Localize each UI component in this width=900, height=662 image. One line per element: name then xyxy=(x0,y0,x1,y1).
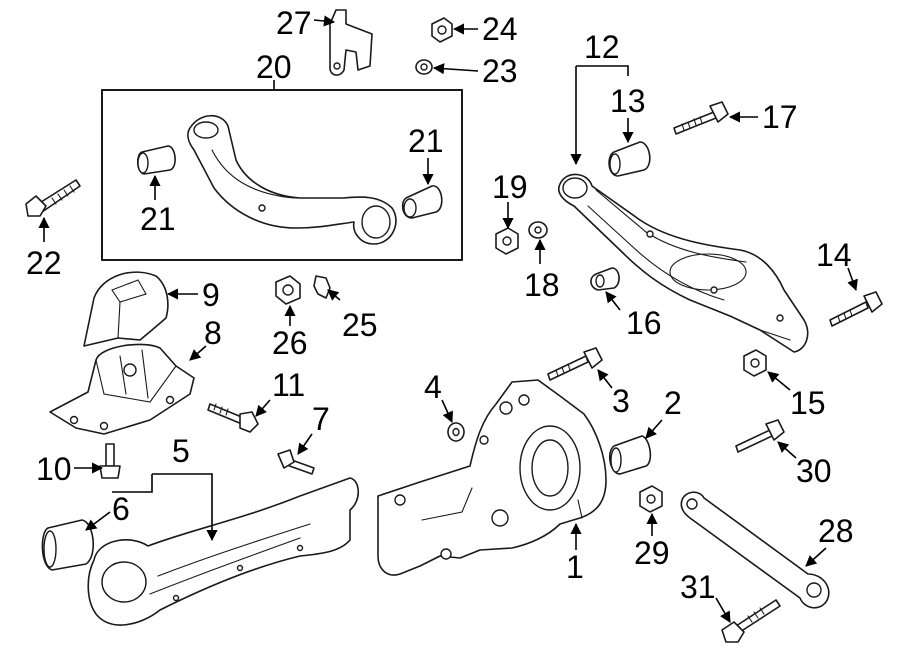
callout-21-right: 21 xyxy=(408,123,444,159)
callout-26: 26 xyxy=(272,325,308,361)
bolt-part-10 xyxy=(99,443,121,479)
bushing-part-13 xyxy=(608,141,651,177)
callout-14: 14 xyxy=(816,237,852,273)
callout-24: 24 xyxy=(482,11,518,47)
callout-29: 29 xyxy=(634,535,670,571)
callout-8: 8 xyxy=(204,315,222,351)
bolt-part-17 xyxy=(673,101,729,135)
nut-part-29 xyxy=(639,485,663,513)
callout-12: 12 xyxy=(584,29,620,65)
trailing-arm-part-5 xyxy=(87,477,360,626)
callout-5: 5 xyxy=(172,433,190,469)
mount-bracket-part-8 xyxy=(49,343,195,435)
callout-16: 16 xyxy=(626,305,662,341)
bolt-part-14 xyxy=(829,291,883,327)
bolt-part-22 xyxy=(25,179,81,217)
callout-15: 15 xyxy=(790,385,826,421)
callout-21-left: 21 xyxy=(140,201,176,237)
callout-25: 25 xyxy=(342,307,378,343)
callout-23: 23 xyxy=(482,53,518,89)
callout-22: 22 xyxy=(26,245,62,281)
callout-28: 28 xyxy=(818,513,854,549)
washer-part-23 xyxy=(415,59,433,75)
bracket-part-27 xyxy=(329,9,373,76)
callout-31: 31 xyxy=(680,569,716,605)
nut-part-19 xyxy=(495,227,519,255)
callout-3: 3 xyxy=(612,383,630,419)
callout-4: 4 xyxy=(424,369,442,405)
upper-arm-group-box xyxy=(101,89,463,261)
callout-2: 2 xyxy=(664,385,682,421)
bolt-part-3 xyxy=(547,347,603,381)
callout-9: 9 xyxy=(202,277,220,313)
washer-part-4 xyxy=(447,422,465,442)
sleeve-part-16 xyxy=(590,267,620,291)
nut-part-24 xyxy=(431,17,453,43)
nut-part-15 xyxy=(743,349,767,377)
callout-13: 13 xyxy=(610,83,646,119)
bolt-part-30 xyxy=(735,419,785,453)
knuckle-part-1 xyxy=(377,379,607,576)
callout-6: 6 xyxy=(112,491,130,527)
leader-lines xyxy=(38,15,858,623)
callout-10: 10 xyxy=(36,451,72,487)
bolt-part-7 xyxy=(277,449,315,475)
callout-11: 11 xyxy=(272,367,305,403)
callout-27: 27 xyxy=(276,5,312,41)
bushing-part-21-right xyxy=(401,185,443,219)
lower-control-arm-part-12 xyxy=(558,173,809,353)
bushing-part-2 xyxy=(608,435,652,475)
upper-control-arm-part-20 xyxy=(187,114,397,245)
bushing-part-21-left xyxy=(136,145,176,175)
bushing-part-6 xyxy=(41,519,94,571)
callout-18: 18 xyxy=(524,267,560,303)
callout-30: 30 xyxy=(796,453,832,489)
callout-1: 1 xyxy=(566,549,584,585)
shield-cover-part-9 xyxy=(83,271,169,347)
callout-20: 20 xyxy=(256,49,292,85)
toe-link-part-28 xyxy=(680,491,830,609)
washer-part-18 xyxy=(528,221,548,239)
bolt-part-11 xyxy=(207,403,259,433)
callout-19: 19 xyxy=(492,169,528,205)
callout-17: 17 xyxy=(762,99,798,135)
callout-7: 7 xyxy=(312,401,330,437)
bolt-part-31 xyxy=(721,599,781,643)
nut-part-26 xyxy=(275,275,301,305)
callout-numbers: 27 24 23 20 21 21 22 9 8 11 7 10 5 6 26 … xyxy=(26,5,854,605)
clip-part-25 xyxy=(313,275,331,299)
